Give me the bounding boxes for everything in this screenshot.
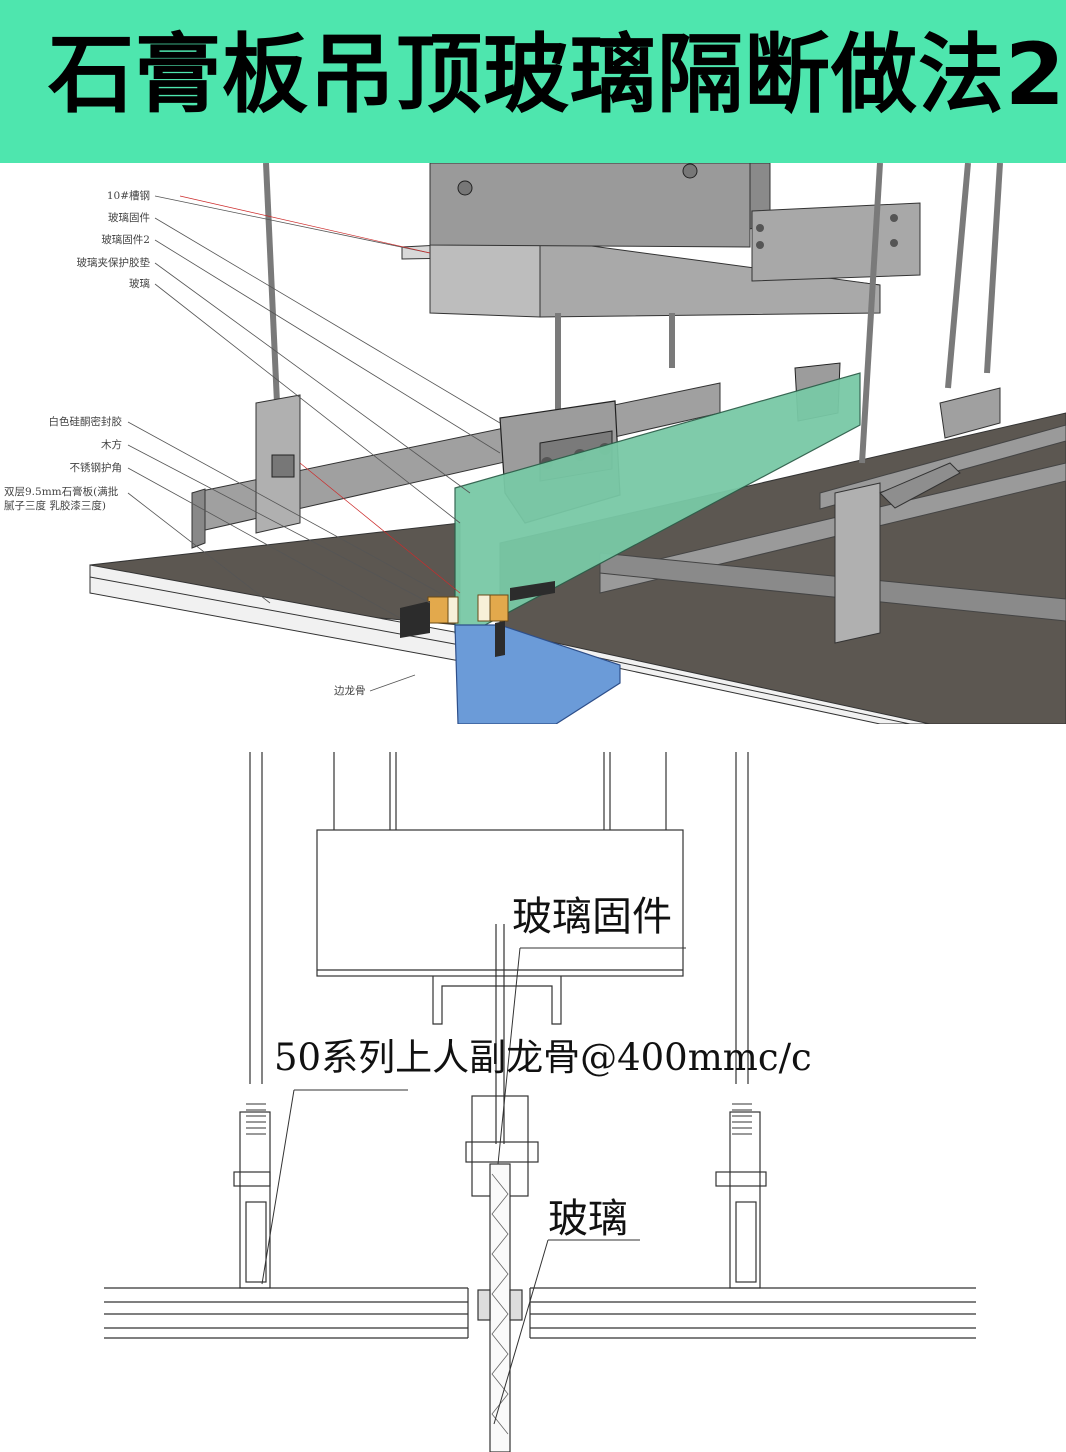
cross-keel-2 — [599, 552, 1066, 622]
label-channel-steel: 10#槽钢 — [107, 189, 150, 202]
glass-section — [489, 1163, 511, 1452]
ceiling-boards — [104, 1287, 976, 1339]
page-title: 石膏板吊顶玻璃隔断做法2 — [48, 25, 1066, 125]
channel-profile — [432, 976, 562, 1025]
title-banner: 石膏板吊顶玻璃隔断做法2 — [0, 0, 1066, 163]
label-steel-angle: 不锈钢护角 — [70, 461, 123, 474]
stainless-angle — [400, 601, 430, 638]
hanger-rods — [263, 163, 1003, 464]
iso-labels: 10#槽钢 玻璃固件 玻璃固件2 玻璃夹保护胶垫 玻璃 白色硅酮密封胶 木方 不… — [4, 189, 366, 697]
section-label-keel: 50系列上人副龙骨@400mmc/c — [274, 1036, 812, 1079]
label-sealant: 白色硅酮密封胶 — [49, 415, 123, 428]
section-label-glass: 玻璃 — [548, 1196, 628, 1242]
label-gypsum-line2: 腻子三度 乳胶漆三度) — [4, 499, 106, 512]
rod-threads — [246, 1103, 752, 1135]
leader-lines — [127, 195, 501, 692]
label-edge-keel: 边龙骨 — [334, 684, 366, 697]
section-view: 玻璃固件 50系列上人副龙骨@400mmc/c 玻璃 — [104, 752, 976, 1452]
wood-block-right — [489, 594, 509, 622]
label-glass-clamp-pad: 玻璃夹保护胶垫 — [77, 256, 151, 269]
label-glass: 玻璃 — [129, 277, 150, 290]
isometric-view: 10#槽钢 玻璃固件 玻璃固件2 玻璃夹保护胶垫 玻璃 白色硅酮密封胶 木方 不… — [4, 163, 1066, 724]
section-label-glass-fixing: 玻璃固件 — [512, 894, 672, 940]
hanger-bracket-right — [834, 482, 881, 644]
label-glass-fixing2: 玻璃固件2 — [101, 233, 150, 246]
section-leaders — [261, 947, 686, 1425]
label-wood: 木方 — [101, 438, 122, 451]
label-glass-fixing: 玻璃固件 — [108, 211, 150, 224]
top-steel-plate — [429, 163, 751, 248]
label-gypsum-line1: 双层9.5mm石膏板(满批 — [4, 485, 119, 498]
wood-block-left — [427, 596, 449, 624]
steel-beam — [316, 829, 684, 977]
